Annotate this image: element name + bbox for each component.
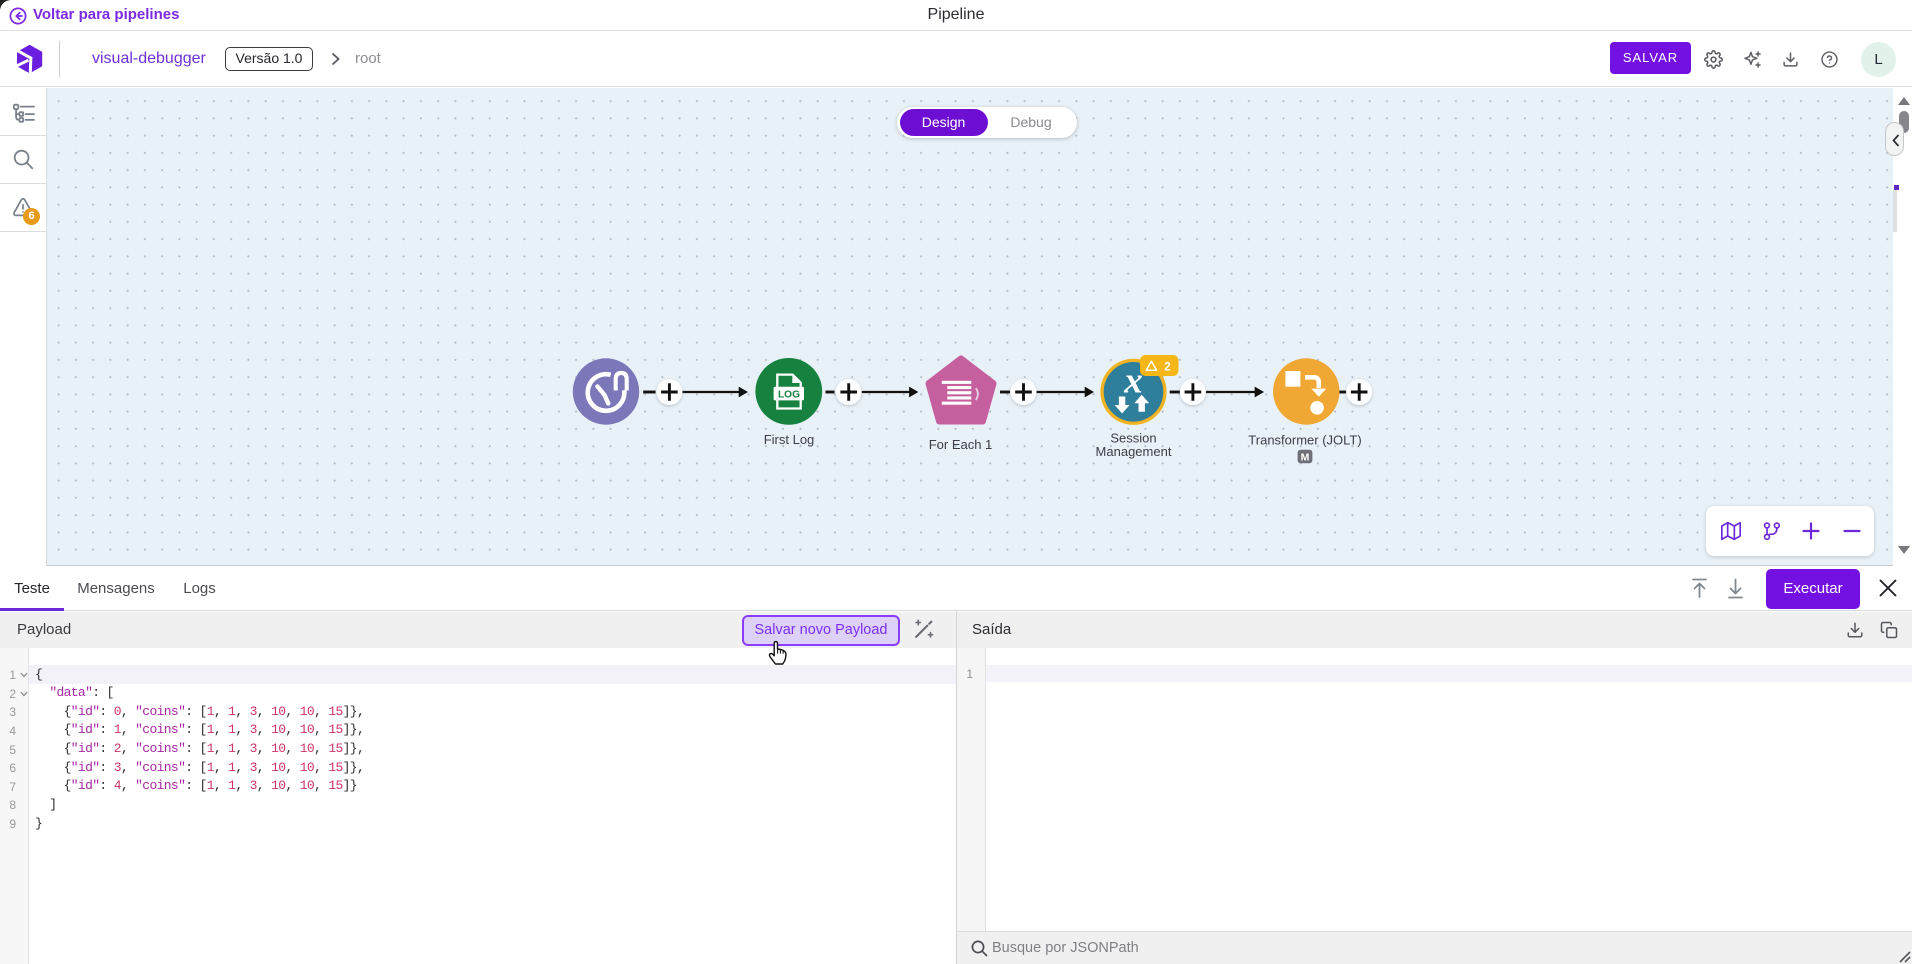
- svg-text:For Each 1: For Each 1: [929, 437, 993, 452]
- svg-text:LOG: LOG: [778, 390, 800, 401]
- svg-text:M: M: [1301, 451, 1310, 463]
- svg-text:x: x: [1123, 361, 1143, 402]
- svg-text:First Log: First Log: [764, 432, 815, 447]
- svg-text:Transformer (JOLT): Transformer (JOLT): [1248, 433, 1361, 448]
- svg-text:Management: Management: [1096, 444, 1172, 459]
- svg-text:2: 2: [1164, 362, 1170, 374]
- svg-text:Session: Session: [1110, 431, 1156, 446]
